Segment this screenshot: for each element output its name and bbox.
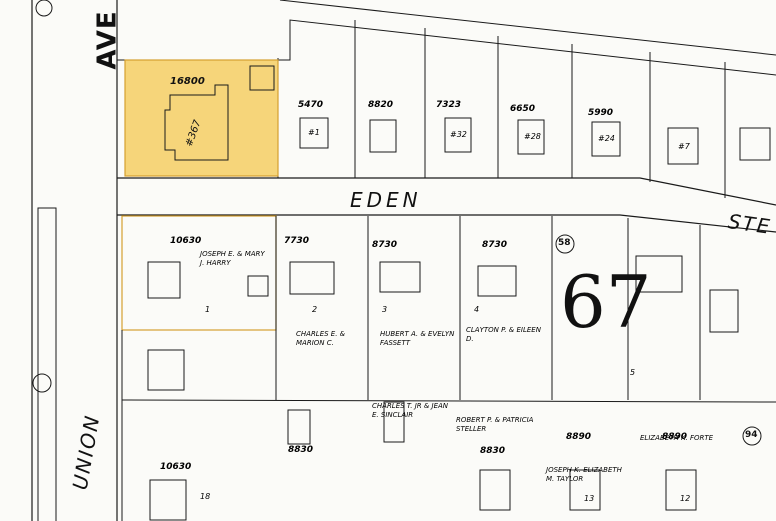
lower-lot-area-5: 8890 — [662, 432, 688, 442]
north-building — [667, 127, 699, 165]
north-lot-number-1: #1 — [308, 128, 320, 137]
lower-building — [287, 409, 311, 445]
owner-south-3: HUBERT A. & EVELYN FASSETT — [380, 330, 455, 347]
owner-lower-4: ELIZABETH K. FORTE — [640, 434, 714, 442]
lower-lot-area-1: 10630 — [160, 462, 192, 472]
south-lot-number-5: 5 — [630, 368, 636, 377]
lower-lot-area-2: 8830 — [288, 445, 314, 455]
owner-lower-3: JOSEPH K. ELIZABETH M. TAYLOR — [546, 466, 622, 483]
south-building — [289, 261, 335, 295]
owner-south-1: JOSEPH E. & MARY J. HARRY — [200, 250, 265, 267]
south-lot-number-1: 1 — [205, 305, 211, 314]
north-lot-number-6: #7 — [678, 142, 690, 151]
lot-outline-1[interactable] — [121, 215, 277, 331]
south-lot-number-2: 2 — [312, 305, 318, 314]
south-building — [477, 265, 517, 297]
avenue-median — [37, 207, 57, 521]
lower-lot-number-1: 18 — [200, 492, 211, 501]
north-building — [517, 119, 545, 155]
plaque-94-circle — [742, 426, 762, 446]
eden-north-edge — [117, 177, 776, 206]
north-lot-number-3: #32 — [450, 130, 467, 139]
south-lot-area-1: 10630 — [170, 236, 202, 246]
avenue-marker — [32, 373, 52, 393]
north-building — [299, 117, 329, 149]
lower-building — [665, 469, 697, 511]
north-lot-area-5: 5990 — [588, 108, 614, 118]
lower-building — [479, 469, 511, 511]
north-lot-number-5: #24 — [598, 134, 615, 143]
south-building — [379, 261, 421, 293]
highlighted-building — [164, 84, 229, 161]
lower-lot-area-4: 8890 — [566, 432, 592, 442]
plaque-58: 58 — [558, 238, 571, 248]
street-label-eden: EDEN — [350, 188, 422, 212]
lower-building — [149, 479, 187, 521]
north-building — [739, 127, 771, 161]
north-lot-number-4: #28 — [524, 132, 541, 141]
highlighted-lot[interactable] — [124, 59, 279, 177]
north-building — [369, 119, 397, 153]
lower-building — [569, 469, 601, 511]
lower-lot-area-3: 8830 — [480, 446, 506, 456]
lower-building — [383, 401, 405, 443]
south-lot-area-2: 7730 — [284, 236, 310, 246]
lower-lot-number-4: 13 — [584, 494, 595, 503]
owner-south-2: CHARLES E. & MARION C. — [296, 330, 346, 347]
highlight-lot-area: 16800 — [170, 76, 205, 87]
plaque-58-circle — [555, 234, 575, 254]
north-building — [591, 121, 621, 157]
north-lot-area-1: 5470 — [298, 100, 324, 110]
north-lot-area-2: 8820 — [368, 100, 394, 110]
garage — [249, 65, 275, 91]
south-building — [709, 289, 739, 333]
owner-south-4: CLAYTON P. & EILEEN D. — [466, 326, 541, 343]
south-building — [147, 261, 181, 299]
south-lot-area-4: 8730 — [482, 240, 508, 250]
north-lot-area-4: 6650 — [510, 104, 536, 114]
block-number: 67 — [560, 260, 652, 344]
lower-lot-number-5: 12 — [680, 494, 691, 503]
corner-marker — [35, 0, 53, 17]
eden-south-edge — [117, 214, 776, 233]
north-lot-area-3: 7323 — [436, 100, 462, 110]
south-garage — [247, 275, 269, 297]
south-lot-number-3: 3 — [382, 305, 388, 314]
north-street-edge — [279, 0, 776, 56]
plaque-94: 94 — [745, 430, 758, 440]
lower-building — [147, 349, 185, 391]
south-building — [635, 255, 683, 293]
owner-lower-1: CHARLES T. JR & JEAN E. SINCLAIR — [372, 402, 449, 419]
street-label-ave: AVE — [92, 10, 123, 70]
south-lot-number-4: 4 — [474, 305, 480, 314]
alley-line — [121, 399, 776, 403]
south-lot-area-3: 8730 — [372, 240, 398, 250]
north-building — [444, 117, 472, 153]
owner-lower-2: ROBERT P. & PATRICIA STELLER — [456, 416, 534, 433]
